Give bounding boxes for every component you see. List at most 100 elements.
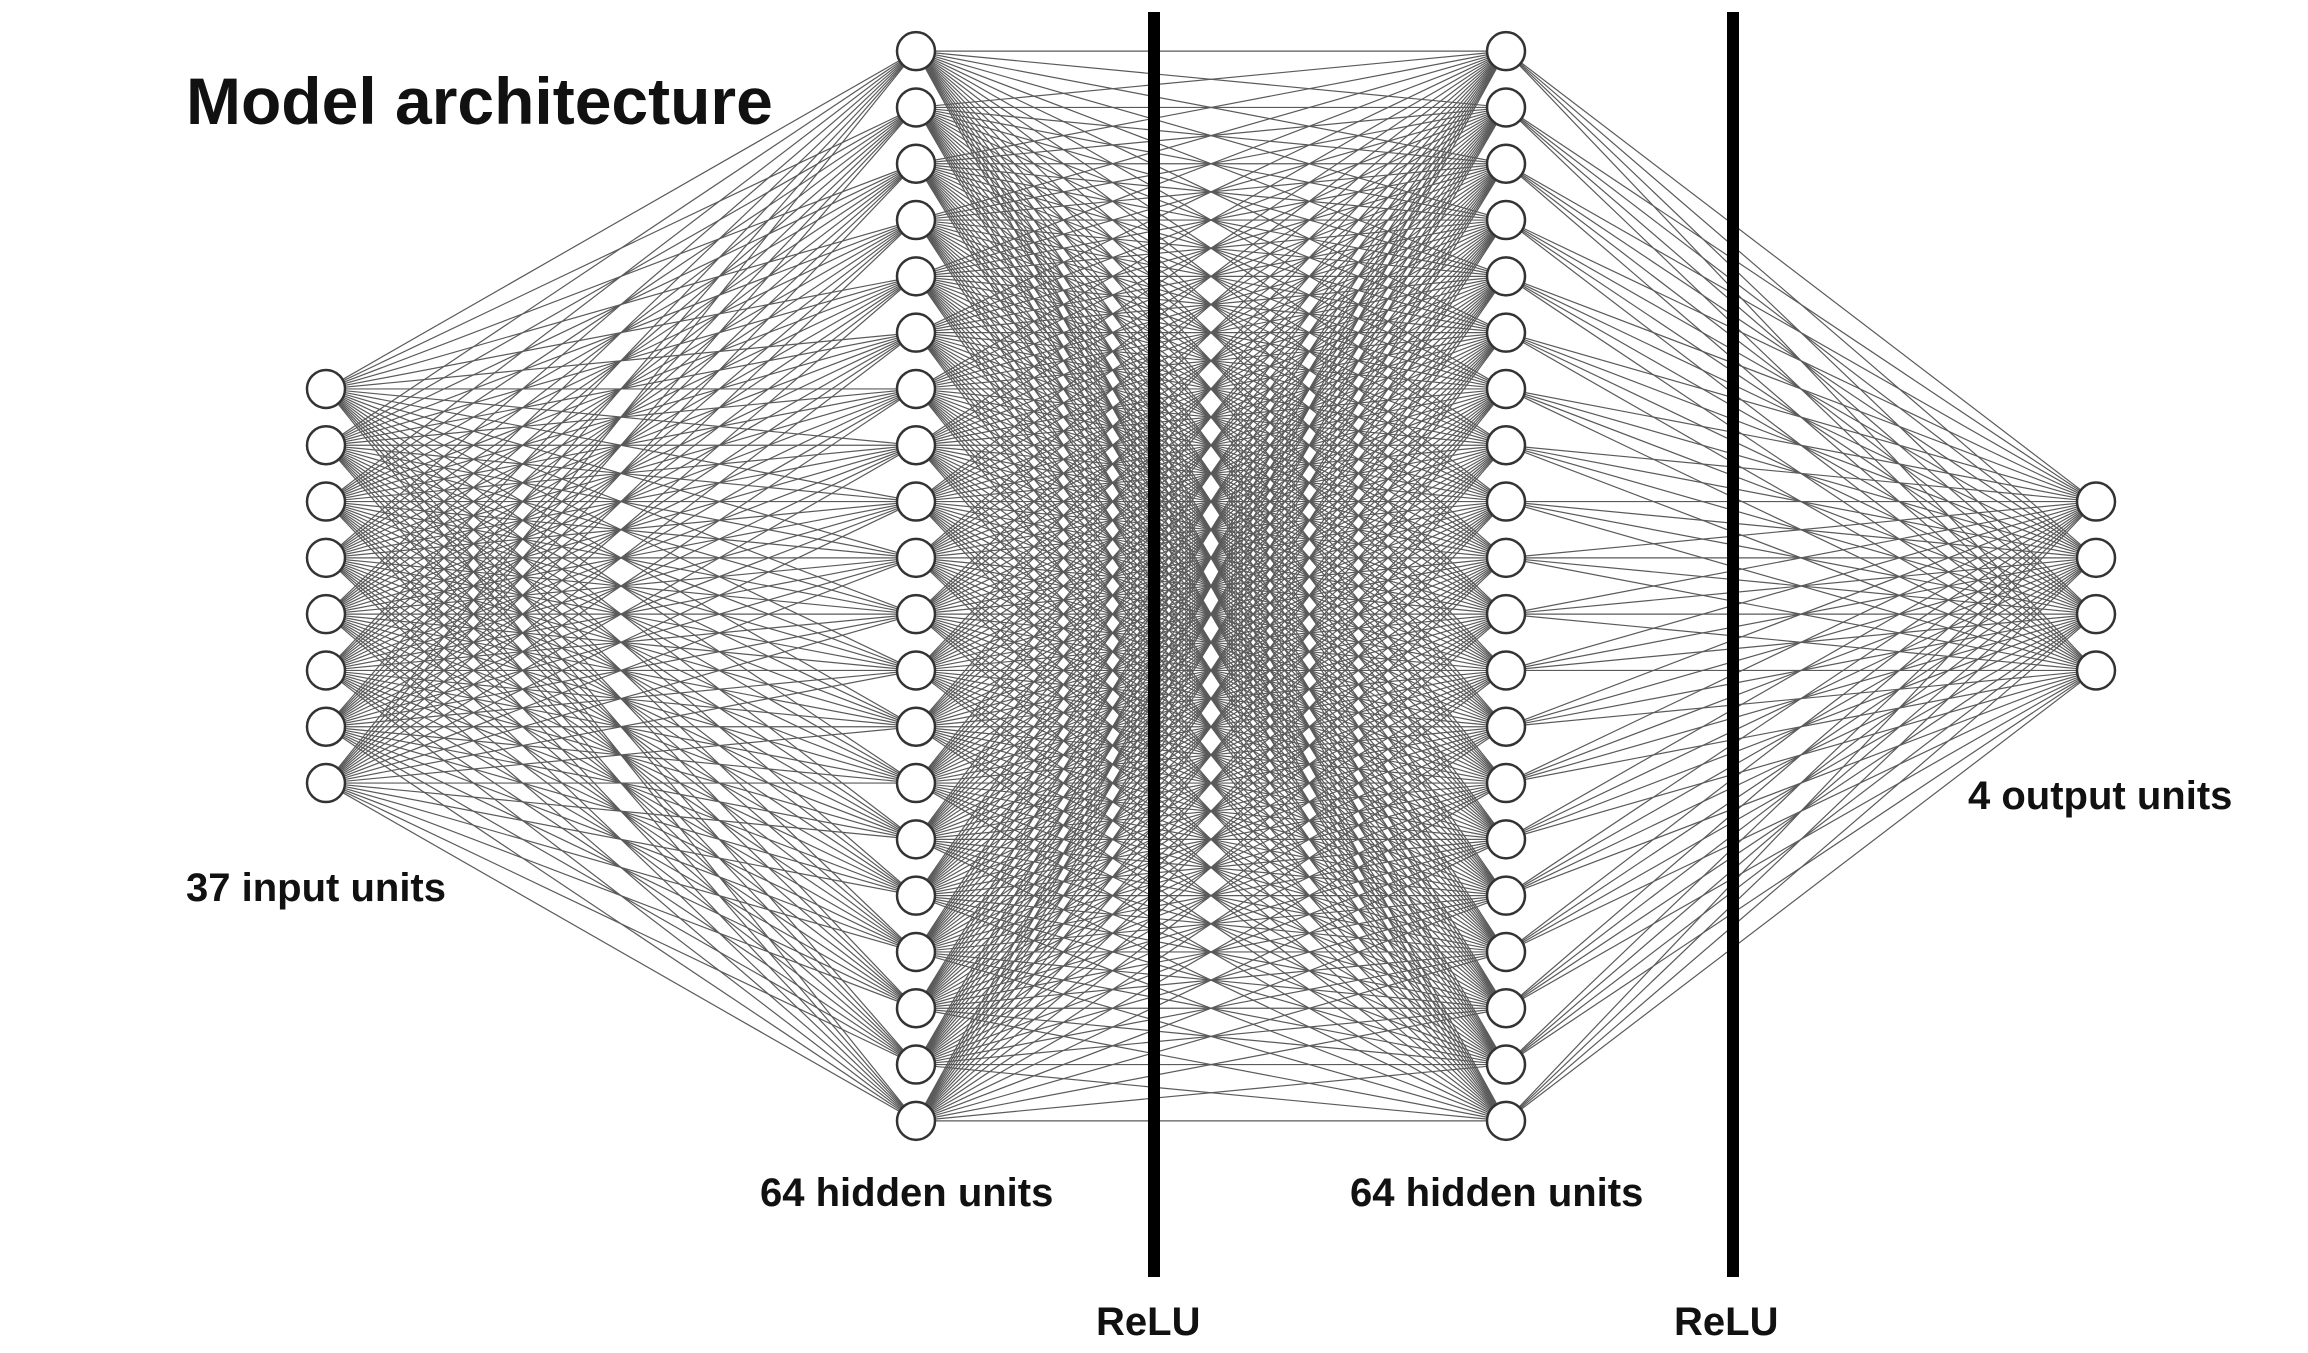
edge-l0-2-0: [325, 50, 917, 503]
node-layer2-14: [1485, 819, 1527, 860]
node-layer1-17: [895, 988, 937, 1029]
edge-l1-19-13: [915, 782, 1507, 1122]
edge-l2-10-0: [1505, 500, 2097, 615]
node-layer3-0: [2075, 481, 2117, 522]
edge-l2-6-0: [1505, 388, 2097, 503]
edge-l1-3-0: [915, 50, 1507, 221]
edge-l1-1-0: [915, 50, 1507, 109]
edge-l1-19-6: [915, 388, 1507, 1122]
node-layer1-3: [895, 199, 937, 241]
edge-l1-19-11: [915, 669, 1507, 1122]
edge-l1-13-0: [915, 50, 1507, 784]
node-layer1-10: [895, 593, 937, 635]
node-layer2-3: [1485, 199, 1527, 241]
node-layer2-2: [1485, 143, 1527, 184]
node-layer1-13: [895, 762, 937, 804]
node-layer2-17: [1485, 988, 1527, 1029]
edge-l2-12-0: [1505, 500, 2097, 728]
edge-l2-13-0: [1505, 501, 2097, 784]
edge-l1-19-4: [915, 276, 1507, 1122]
input-layer-label: 37 input units: [186, 866, 446, 910]
edge-l2-19-3: [1505, 669, 2097, 1122]
edge-l2-0-0: [1505, 50, 2097, 503]
edge-l0-7-11: [325, 669, 917, 784]
edge-l2-14-0: [1505, 501, 2097, 840]
edge-l1-19-15: [915, 895, 1507, 1122]
node-layer1-19: [895, 1100, 937, 1142]
edge-l1-6-0: [915, 50, 1507, 390]
edge-l0-7-10: [325, 613, 917, 784]
edge-l1-19-7: [915, 444, 1507, 1122]
edge-l1-9-0: [915, 50, 1507, 559]
node-layer2-7: [1485, 425, 1527, 466]
node-layer2-5: [1485, 312, 1527, 353]
hidden-layer-2-label: 64 hidden units: [1350, 1171, 1644, 1215]
node-layer2-16: [1485, 931, 1527, 973]
node-layer1-9: [895, 537, 937, 579]
edge-l1-12-0: [915, 50, 1507, 728]
node-layer2-15: [1485, 875, 1527, 916]
edge-l0-7-14: [325, 782, 917, 840]
edge-l0-7-9: [325, 557, 917, 784]
edge-l0-7-12: [325, 726, 917, 784]
node-layer2-11: [1485, 650, 1527, 691]
node-layer1-6: [895, 368, 937, 410]
diagram-title: Model architecture: [186, 64, 773, 138]
edge-l2-11-0: [1505, 500, 2097, 672]
edge-l1-11-0: [915, 50, 1507, 671]
edge-l0-7-3: [325, 219, 917, 784]
edge-l1-19-1: [915, 107, 1507, 1122]
edge-l2-16-0: [1505, 501, 2097, 953]
hidden-layer-1-label: 64 hidden units: [760, 1171, 1054, 1215]
edge-l0-4-0: [325, 50, 917, 615]
edge-l0-7-8: [325, 501, 917, 784]
edge-l0-7-4: [325, 275, 917, 784]
edge-l0-7-19: [325, 782, 917, 1122]
node-layer2-19: [1485, 1100, 1527, 1142]
node-layer2-8: [1485, 481, 1527, 522]
edge-l1-19-10: [915, 613, 1507, 1122]
edge-l1-10-0: [915, 50, 1507, 615]
edge-l0-7-16: [325, 782, 917, 953]
node-layer0-4: [305, 593, 347, 635]
edge-l1-19-18: [915, 1063, 1507, 1122]
edge-l2-1-0: [1505, 106, 2097, 503]
edge-l0-1-0: [325, 50, 917, 446]
edge-l1-14-0: [915, 50, 1507, 840]
edge-l2-19-1: [1505, 557, 2097, 1122]
node-layer1-8: [895, 481, 937, 522]
edge-l0-7-5: [325, 332, 917, 784]
node-layer1-12: [895, 706, 937, 747]
node-layer2-6: [1485, 368, 1527, 410]
edge-l0-7-2: [325, 163, 917, 784]
dividers-group: [1148, 12, 1739, 1277]
edge-l1-19-0: [915, 50, 1507, 1122]
edge-l2-7-0: [1505, 444, 2097, 503]
edge-l1-4-0: [915, 50, 1507, 277]
edge-l0-7-18: [325, 782, 917, 1066]
edge-l1-19-3: [915, 219, 1507, 1122]
edge-l1-5-0: [915, 50, 1507, 334]
edge-l1-19-2: [915, 163, 1507, 1122]
edge-l0-7-0: [325, 50, 917, 784]
node-layer2-1: [1485, 87, 1527, 128]
edge-l1-16-0: [915, 50, 1507, 953]
edge-l2-18-0: [1505, 501, 2097, 1065]
edge-l0-7-17: [325, 782, 917, 1009]
edge-l1-19-5: [915, 332, 1507, 1122]
edge-l2-4-0: [1505, 275, 2097, 503]
node-layer1-7: [895, 425, 937, 466]
edge-l2-2-0: [1505, 163, 2097, 503]
edge-l1-19-12: [915, 726, 1507, 1122]
node-layer0-6: [305, 706, 347, 747]
node-layer2-13: [1485, 762, 1527, 804]
edge-l0-5-0: [325, 50, 917, 671]
edge-l1-15-0: [915, 50, 1507, 896]
node-layer2-12: [1485, 706, 1527, 747]
node-layer2-4: [1485, 256, 1527, 297]
edge-l2-5-0: [1505, 332, 2097, 503]
node-layer1-15: [895, 875, 937, 916]
node-layer0-5: [305, 650, 347, 691]
